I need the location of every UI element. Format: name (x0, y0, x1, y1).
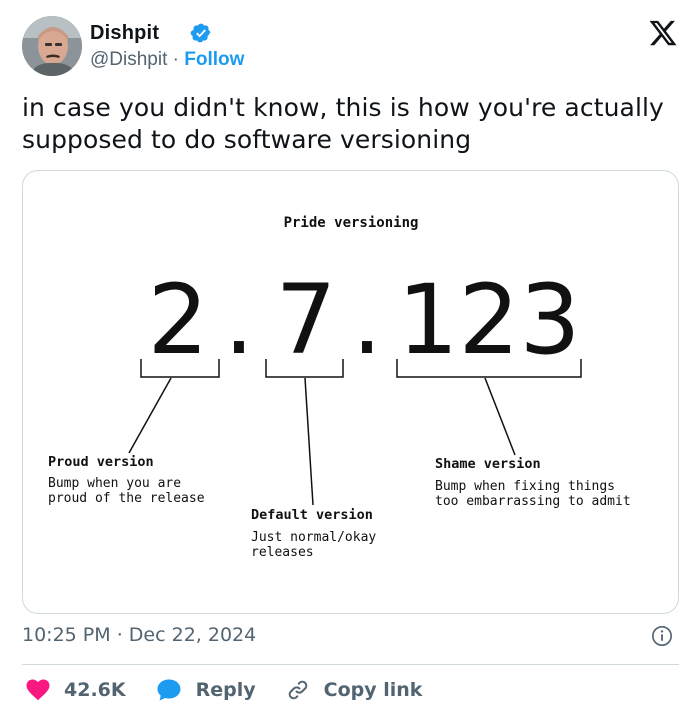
proud-title: Proud version (48, 454, 154, 470)
tweet-text-line-1: in case you didn't know, this is how you… (22, 93, 664, 122)
verified-badge-icon (190, 23, 211, 43)
heart-icon (26, 679, 50, 701)
follow-link[interactable]: Follow (184, 49, 245, 70)
action-bar: 42.6K Reply Copy link (26, 676, 452, 704)
shame-title: Shame version (435, 456, 541, 472)
author-display-name[interactable]: Dishpit (90, 22, 160, 44)
default-desc-1: Just normal/okay (251, 530, 376, 545)
proud-desc-2: proud of the release (48, 491, 205, 506)
handle-row: @Dishpit · Follow (90, 49, 244, 71)
tweet-text-line-2: supposed to do software versioning (22, 125, 472, 154)
diagram-title: Pride versioning (284, 215, 419, 231)
version-minor: 7 (275, 264, 336, 376)
x-logo-icon[interactable] (648, 18, 678, 48)
author-handle[interactable]: @Dishpit (90, 49, 168, 70)
shame-pointer (484, 377, 516, 456)
reply-button[interactable]: Reply (156, 678, 256, 702)
default-pointer (304, 377, 314, 506)
reply-label: Reply (195, 679, 256, 701)
version-patch: 123 (397, 264, 580, 376)
proud-desc-1: Bump when you are (48, 476, 181, 491)
actions-divider (22, 664, 679, 665)
info-icon[interactable] (651, 625, 673, 647)
handle-separator: · (172, 49, 179, 70)
default-title: Default version (251, 507, 373, 523)
link-icon (288, 680, 307, 700)
like-button[interactable]: 42.6K (26, 679, 126, 701)
version-major: 2 (147, 264, 208, 376)
default-desc-2: releases (251, 545, 314, 560)
version-dot-1: . (224, 264, 255, 376)
version-dot-2: . (352, 264, 383, 376)
tweet-text: in case you didn't know, this is how you… (22, 92, 682, 156)
avatar[interactable] (22, 16, 82, 76)
copy-link-button[interactable]: Copy link (286, 678, 423, 702)
tweet-header: Dishpit @Dishpit · Follow (22, 16, 682, 80)
timestamp-separator: · (116, 624, 123, 646)
like-count: 42.6K (64, 679, 126, 701)
tweet-image[interactable]: Pride versioning 2 . 7 . 123 Proud versi… (22, 170, 679, 614)
shame-desc-1: Bump when fixing things (435, 479, 615, 494)
proud-bracket (140, 359, 220, 378)
reply-bubble-icon (157, 679, 181, 701)
versioning-diagram: Pride versioning 2 . 7 . 123 Proud versi… (48, 215, 631, 560)
tweet-timestamp[interactable]: 10:25 PM · Dec 22, 2024 (22, 624, 256, 646)
shame-bracket (396, 359, 582, 378)
tweet-date: Dec 22, 2024 (128, 624, 257, 646)
proud-pointer (128, 377, 172, 454)
copy-link-label: Copy link (323, 679, 423, 701)
tweet-time: 10:25 PM (22, 624, 111, 646)
shame-desc-2: too embarrassing to admit (435, 494, 631, 509)
default-bracket (265, 359, 344, 378)
